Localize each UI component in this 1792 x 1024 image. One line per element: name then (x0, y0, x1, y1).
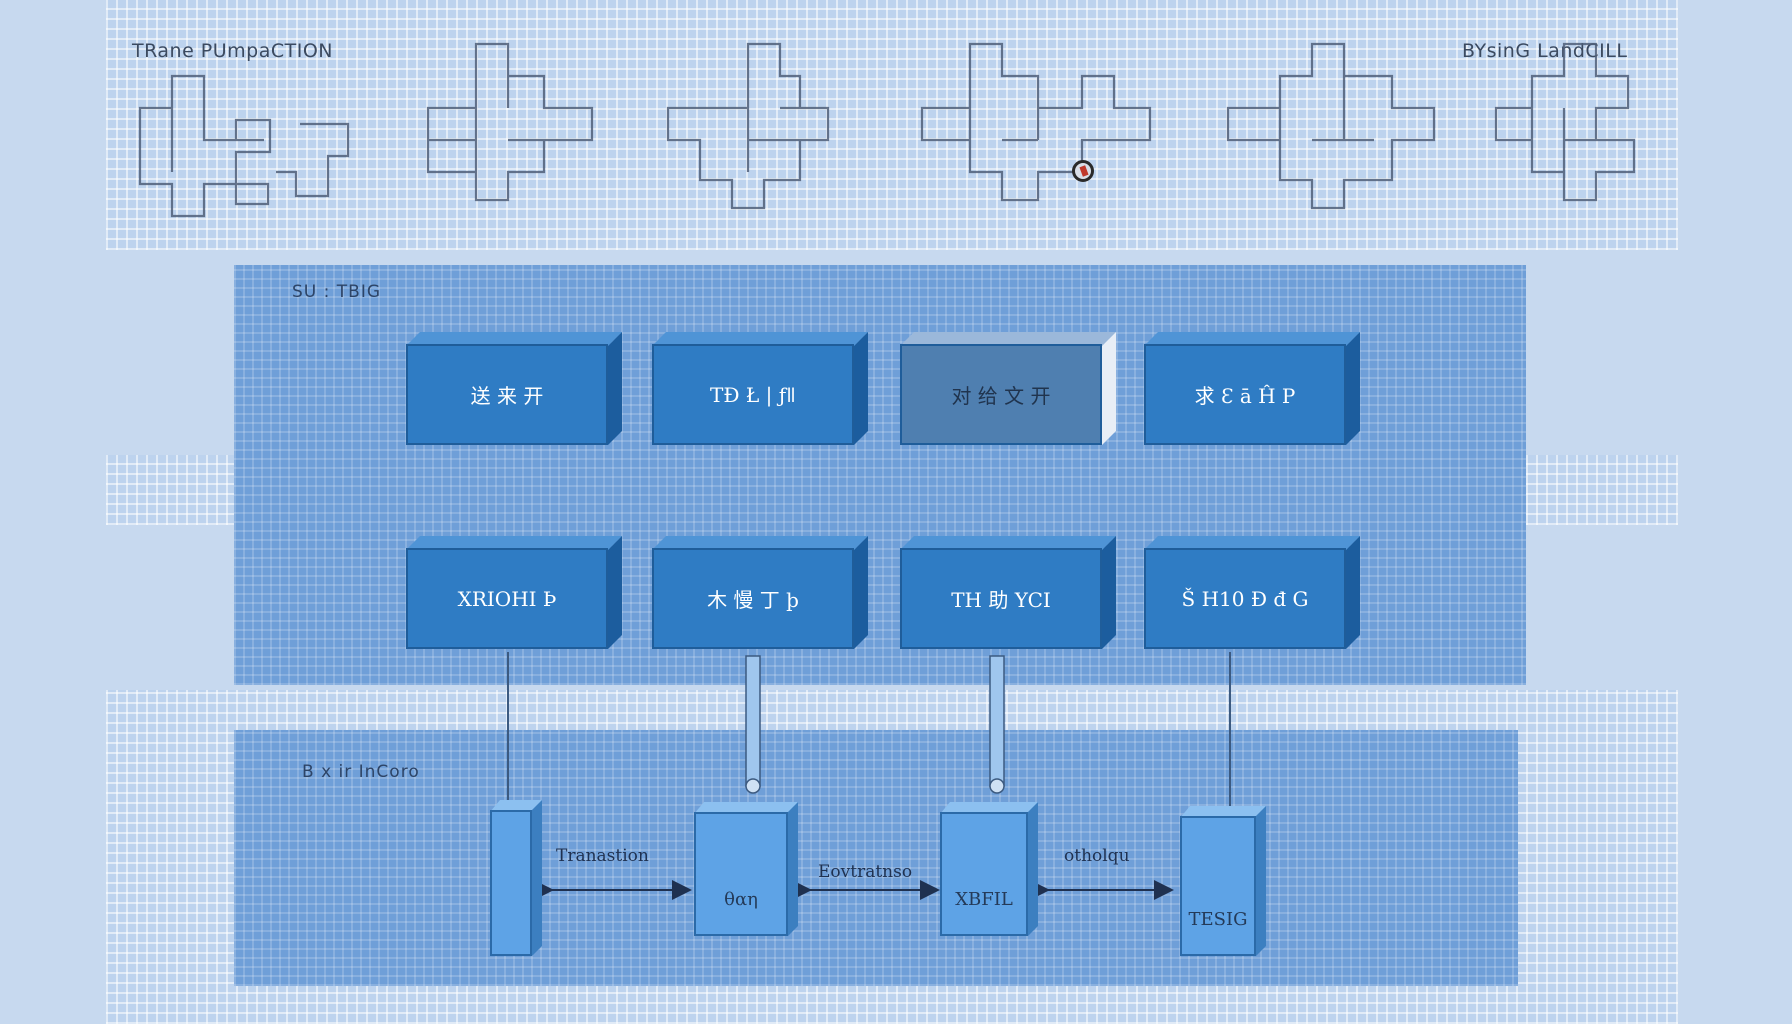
mid-block-1[interactable]: XRIOHI Þ (406, 536, 622, 649)
top-section-title: SU : TBIG (292, 282, 382, 302)
maze-glyph-1 (138, 74, 350, 218)
block-side-face (608, 332, 622, 445)
header-grid-band (106, 0, 1678, 250)
header-maze-decoration (138, 42, 1636, 218)
mid-block-3[interactable]: TH 助 YCI (900, 536, 1116, 649)
block-top-face (900, 332, 1116, 346)
box-top-face (490, 800, 542, 812)
top-block-1[interactable]: 送 来 开 (406, 332, 622, 445)
block-top-face (900, 536, 1116, 550)
top-block-4[interactable]: 求 Ɛ ā Ĥ P (1144, 332, 1360, 445)
bottom-box-2[interactable]: θαη (694, 802, 798, 936)
block-top-face (652, 332, 868, 346)
maze-glyph-3 (666, 42, 830, 210)
box-side-face (1028, 802, 1038, 936)
maze-glyph-4 (920, 42, 1152, 202)
bottom-box-3[interactable]: XBFIL (940, 802, 1038, 936)
block-top-face (1144, 536, 1360, 550)
mid-block-2[interactable]: 木 慢 丁 þ (652, 536, 868, 649)
box-top-face (694, 802, 798, 814)
top-block-3-label: 对 给 文 开 (900, 344, 1102, 445)
block-side-face (1346, 536, 1360, 649)
block-top-face (406, 536, 622, 550)
box-side-face (788, 802, 798, 936)
arrow-3-label: otholqu (1064, 846, 1130, 866)
block-top-face (652, 536, 868, 550)
box-top-face (940, 802, 1038, 814)
maze-glyph-5 (1226, 42, 1436, 210)
arrow-1-label: Tranastion (556, 846, 649, 866)
bottom-box-4-label: TESIG (1180, 816, 1256, 956)
bottom-section-title: B x ir InCoro (302, 762, 420, 782)
mid-block-4-label: Š H10 Ð đ G (1144, 548, 1346, 649)
bottom-section-panel (234, 730, 1518, 986)
mid-block-4[interactable]: Š H10 Ð đ G (1144, 536, 1360, 649)
block-side-face (854, 332, 868, 445)
bottom-box-4[interactable]: TESIG (1180, 806, 1266, 956)
block-side-face (1102, 536, 1116, 649)
box-side-face (1256, 806, 1266, 956)
mid-block-3-label: TH 助 YCI (900, 548, 1102, 649)
header-left-title: TRane PUmpaCTION (132, 40, 334, 62)
box-top-face (1180, 806, 1266, 818)
top-block-3[interactable]: 对 给 文 开 (900, 332, 1116, 445)
mid-block-2-label: 木 慢 丁 þ (652, 548, 854, 649)
top-block-2-label: TĐ Ł | ƒǁ (652, 344, 854, 445)
cursor-icon (1072, 160, 1094, 182)
block-side-face (1102, 332, 1116, 445)
box-side-face (532, 800, 542, 956)
block-side-face (608, 536, 622, 649)
block-top-face (1144, 332, 1360, 346)
header-right-title: BYsinG LandCILL (1462, 40, 1628, 62)
bottom-box-1-label (490, 810, 532, 956)
bottom-box-1[interactable] (490, 800, 542, 956)
mid-block-1-label: XRIOHI Þ (406, 548, 608, 649)
top-block-1-label: 送 来 开 (406, 344, 608, 445)
maze-glyph-2 (426, 42, 594, 202)
top-block-2[interactable]: TĐ Ł | ƒǁ (652, 332, 868, 445)
arrow-2-label: Eovtratnso (818, 862, 913, 882)
bottom-box-2-label: θαη (694, 812, 788, 936)
block-top-face (406, 332, 622, 346)
top-block-4-label: 求 Ɛ ā Ĥ P (1144, 344, 1346, 445)
bottom-box-3-label: XBFIL (940, 812, 1028, 936)
maze-glyph-6 (1494, 42, 1636, 202)
block-side-face (1346, 332, 1360, 445)
block-side-face (854, 536, 868, 649)
